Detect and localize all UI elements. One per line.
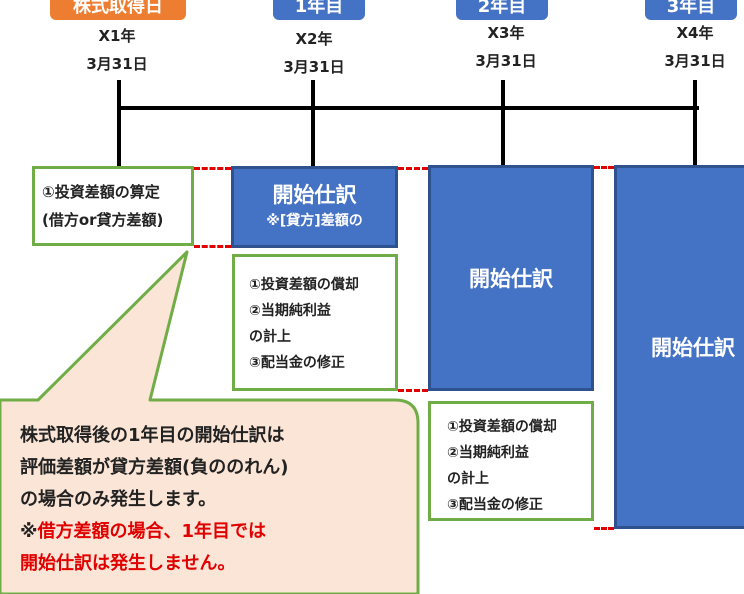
box-subtitle: ※[貸方]差額の <box>266 213 363 229</box>
date-label-x1: X1年 3月31日 <box>62 22 172 78</box>
tab-year-1: 1年目 <box>273 0 365 20</box>
callout-line: の場合のみ発生します。 <box>20 489 217 510</box>
list-item: ③配当金の修正 <box>249 355 345 371</box>
step-line: ①投資差額の算定 <box>42 183 160 201</box>
adjustment-list-year1: ①投資差額の償却 ②当期純利益 の計上 ③配当金の修正 <box>232 254 398 391</box>
list-item: ①投資差額の償却 <box>447 419 557 435</box>
date-year: X1年 <box>98 27 136 45</box>
date-day: 3月31日 <box>475 52 537 70</box>
date-year: X3年 <box>487 24 525 42</box>
opening-entry-box-year1: 開始仕訳 ※[貸方]差額の <box>231 166 398 248</box>
warning-text: 開始仕訳は発生しません。 <box>20 553 236 574</box>
tab-label: 2年目 <box>477 0 527 17</box>
timeline-tick-x3 <box>501 80 505 166</box>
date-label-x4: X4年 3月31日 <box>640 19 744 75</box>
connector-dash <box>594 527 614 530</box>
connector-dash <box>194 245 231 248</box>
date-day: 3月31日 <box>664 52 726 70</box>
date-day: 3月31日 <box>283 58 345 76</box>
timeline-axis <box>117 106 699 110</box>
tab-acquisition-date: 株式取得日 <box>50 0 186 20</box>
date-label-x3: X3年 3月31日 <box>451 19 561 75</box>
opening-entry-box-year2: 開始仕訳 <box>428 165 594 391</box>
list-item: ①投資差額の償却 <box>249 277 359 293</box>
list-item: ②当期純利益 <box>447 445 529 461</box>
investment-difference-box: ①投資差額の算定 (借方or貸方差額) <box>32 166 194 246</box>
list-item: の計上 <box>447 471 489 487</box>
tab-year-3: 3年目 <box>645 0 737 20</box>
box-title: 開始仕訳 <box>469 267 553 291</box>
tab-label: 1年目 <box>294 0 344 17</box>
connector-dash <box>594 166 614 169</box>
tab-label: 3年目 <box>666 0 716 17</box>
date-year: X2年 <box>295 30 333 48</box>
timeline-tick-x4 <box>693 80 697 166</box>
date-label-x2: X2年 3月31日 <box>259 25 369 81</box>
list-item: の計上 <box>249 329 291 345</box>
list-item: ②当期純利益 <box>249 303 331 319</box>
connector-dash <box>398 167 428 170</box>
tab-label: 株式取得日 <box>73 0 163 17</box>
timeline-tick-x1 <box>117 80 121 166</box>
callout-warning-line: ※借方差額の場合、1年目では <box>20 516 400 548</box>
note-mark: ※ <box>20 521 38 542</box>
date-day: 3月31日 <box>86 55 148 73</box>
box-title: 開始仕訳 <box>272 183 357 207</box>
box-title: 開始仕訳 <box>651 336 735 360</box>
connector-dash <box>398 389 428 392</box>
callout-line: 評価差額が貸方差額(負ののれん) <box>20 457 289 478</box>
step-line: (借方or貸方差額) <box>42 211 164 229</box>
warning-text: 借方差額の場合、1年目では <box>37 521 267 542</box>
adjustment-list-year2: ①投資差額の償却 ②当期純利益 の計上 ③配当金の修正 <box>428 401 594 521</box>
list-item: ③配当金の修正 <box>447 497 543 513</box>
callout-line: 株式取得後の1年目の開始仕訳は <box>20 425 285 446</box>
timeline-tick-x2 <box>311 80 315 166</box>
date-year: X4年 <box>676 24 714 42</box>
connector-dash <box>194 167 231 170</box>
callout-note: 株式取得後の1年目の開始仕訳は 評価差額が貸方差額(負ののれん) の場合のみ発生… <box>20 420 400 580</box>
tab-year-2: 2年目 <box>456 0 548 20</box>
opening-entry-box-year3: 開始仕訳 <box>614 165 744 529</box>
